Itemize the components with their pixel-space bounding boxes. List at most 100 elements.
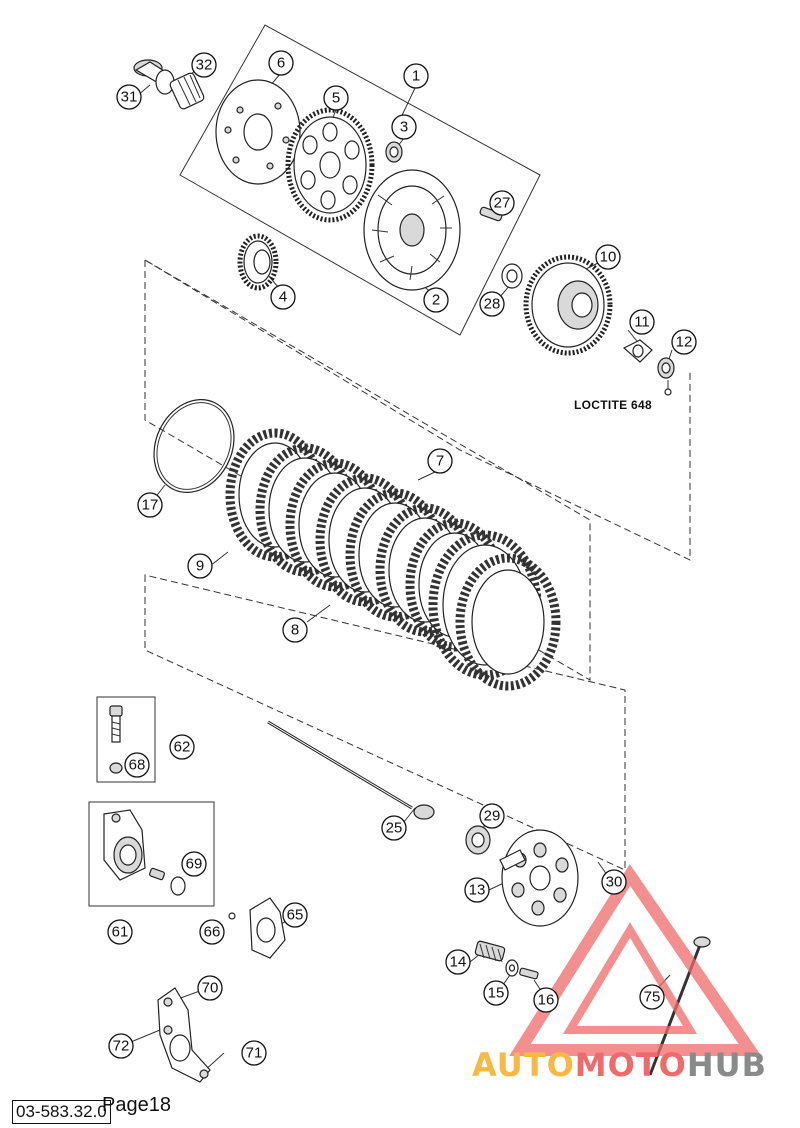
svg-text:9: 9 [196,558,204,575]
callout-62: 62 [169,734,195,760]
part-slave-cylinder-61 [103,809,146,881]
svg-text:32: 32 [196,57,213,74]
part-push-rod-25 [267,720,435,820]
callout-12: 12 [671,329,697,355]
callout-2: 2 [423,287,449,313]
svg-text:27: 27 [494,195,511,212]
part-spring-14 [474,940,506,963]
part-o-ring-17 [153,399,235,493]
watermark-logo [509,864,762,1056]
svg-text:31: 31 [121,89,138,106]
callout-17: 17 [137,492,163,518]
svg-text:65: 65 [287,907,304,924]
watermark-text-part2: MOTO [574,1046,687,1084]
svg-text:5: 5 [332,90,340,107]
part-screw-16 [519,967,539,980]
callout-8: 8 [282,617,308,643]
part-cap-68 [109,762,123,774]
callout-6: 6 [268,50,294,76]
callout-14: 14 [445,949,471,975]
part-washer-15 [505,959,519,977]
group-box-61 [88,801,215,907]
callout-68: 68 [124,752,150,778]
callout-61: 61 [107,919,133,945]
callout-32: 32 [191,52,217,78]
svg-text:11: 11 [634,314,650,331]
part-bush-3 [385,141,403,163]
diagram-code: 03-583.32.0 [12,1100,111,1124]
watermark-text-part3: HUB [686,1046,768,1084]
part-primary-gear-5 [285,107,375,223]
page-label: Page18 [102,1094,171,1116]
svg-text:17: 17 [142,497,159,514]
svg-text:6: 6 [277,55,285,72]
watermark-text-part1: AUTO [472,1046,575,1084]
loctite-annotation: LOCTITE 648 [574,398,652,412]
callout-72: 72 [108,1033,134,1059]
part-inner-hub-10 [523,254,613,356]
group-frame-hub [144,259,691,561]
callout-1: 1 [403,63,429,89]
svg-text:62: 62 [174,739,191,756]
svg-text:1: 1 [412,68,420,85]
part-gear-4 [237,233,279,291]
callout-71: 71 [241,1040,267,1066]
svg-text:72: 72 [113,1038,130,1055]
part-clutch-plate-stack [225,428,561,691]
svg-text:28: 28 [484,296,501,313]
svg-text:2: 2 [432,292,440,309]
svg-text:3: 3 [400,119,408,136]
group-box-62 [96,696,156,783]
part-bearing-29 [465,825,491,855]
svg-text:61: 61 [112,924,129,941]
part-needle-bearing-32 [169,72,205,110]
callout-10: 10 [595,244,621,270]
svg-text:16: 16 [538,992,555,1009]
callout-25: 25 [381,815,407,841]
callout-5: 5 [323,85,349,111]
part-disc-6 [215,79,301,185]
svg-text:4: 4 [279,289,287,306]
callout-29: 29 [479,803,505,829]
callout-4: 4 [270,284,296,310]
part-cover-70-71-72 [157,987,211,1083]
svg-text:8: 8 [291,622,299,639]
callout-3: 3 [391,114,417,140]
callout-15: 15 [483,980,509,1006]
callout-13: 13 [464,877,490,903]
svg-text:7: 7 [436,453,444,470]
part-dowel-66 [228,912,236,920]
part-bush-31 [133,59,175,95]
svg-text:71: 71 [246,1045,263,1062]
part-nut-12 [657,357,675,396]
group-frame-clutch-basket [179,24,541,336]
svg-text:68: 68 [129,757,146,774]
part-lock-washer-11 [622,339,653,363]
svg-text:25: 25 [386,820,403,837]
svg-text:70: 70 [202,980,219,997]
svg-text:15: 15 [488,985,505,1002]
part-thrust-washer-28 [501,263,523,289]
callout-30: 30 [601,869,627,895]
callout-28: 28 [479,291,505,317]
callout-16: 16 [533,987,559,1013]
part-pressure-cap-13 [499,829,579,927]
svg-text:66: 66 [204,924,221,941]
callout-31: 31 [116,84,142,110]
svg-text:75: 75 [644,989,661,1006]
svg-text:69: 69 [186,856,203,873]
callout-27: 27 [489,190,515,216]
callout-9: 9 [187,553,213,579]
svg-text:12: 12 [676,334,693,351]
callout-66: 66 [199,919,225,945]
svg-text:13: 13 [469,882,486,899]
callout-65: 65 [282,902,308,928]
callout-7: 7 [427,448,453,474]
callout-69: 69 [181,851,207,877]
part-gasket-65 [249,897,286,959]
part-piston-69 [149,867,186,896]
watermark-text: AUTOMOTOHUB [472,1046,767,1084]
svg-text:29: 29 [484,808,501,825]
part-clutch-basket-2 [363,169,461,291]
